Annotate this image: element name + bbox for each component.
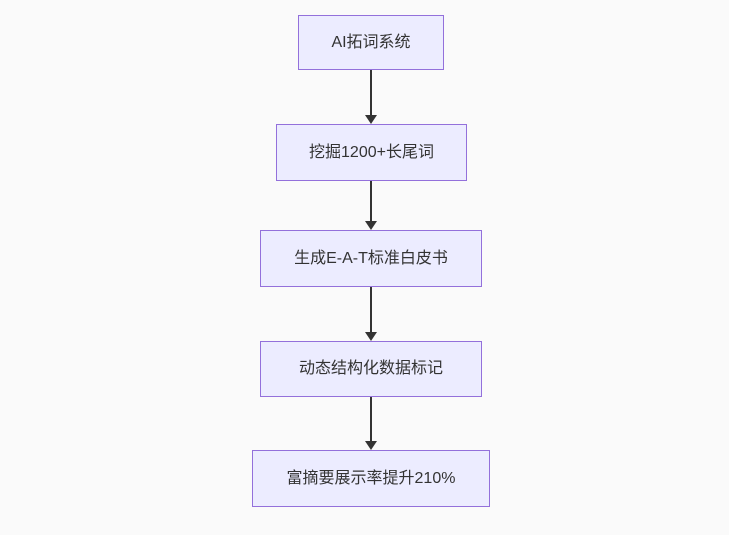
flow-node-label: 富摘要展示率提升210%	[286, 469, 456, 487]
flow-node-mine-longtail-keywords: 挖掘1200+长尾词	[276, 124, 467, 181]
flow-node-dynamic-structured-data-markup: 动态结构化数据标记	[260, 341, 482, 397]
flow-node-label: 动态结构化数据标记	[298, 360, 443, 378]
edge-line-c-d	[370, 287, 372, 332]
arrow-down-icon	[365, 441, 377, 450]
flow-node-label: 生成E-A-T标准白皮书	[294, 249, 448, 267]
flow-node-ai-word-expansion-system: AI拓词系统	[298, 15, 444, 70]
edge-line-a-b	[370, 70, 372, 115]
arrow-down-icon	[365, 115, 377, 124]
edge-line-d-e	[370, 397, 372, 441]
flow-node-generate-eat-whitepaper: 生成E-A-T标准白皮书	[260, 230, 482, 287]
arrow-down-icon	[365, 221, 377, 230]
edge-line-b-c	[370, 181, 372, 221]
flow-node-rich-snippet-rate-increase: 富摘要展示率提升210%	[252, 450, 490, 507]
arrow-down-icon	[365, 332, 377, 341]
flow-node-label: AI拓词系统	[331, 33, 411, 51]
flow-node-label: 挖掘1200+长尾词	[309, 143, 434, 161]
